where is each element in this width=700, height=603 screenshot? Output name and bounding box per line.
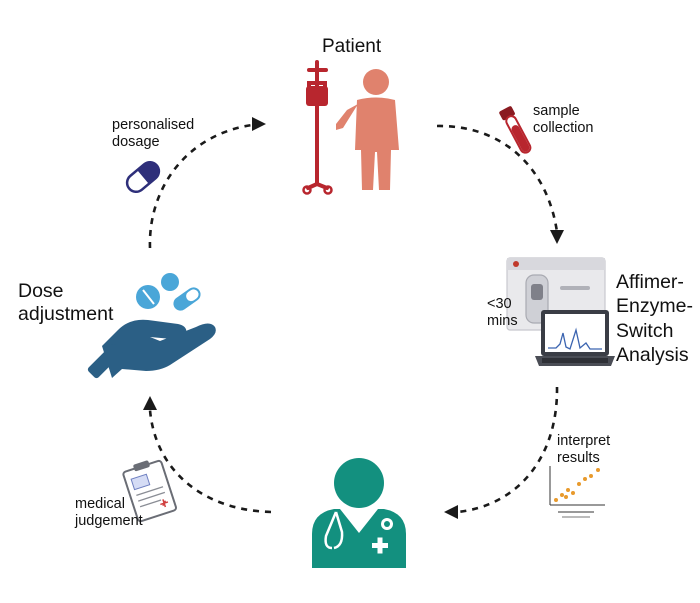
- hand-shape: [102, 319, 216, 378]
- arrowhead-to-analysis: [550, 230, 564, 244]
- capsule-icon: [125, 160, 161, 194]
- sample-line-2: collection: [533, 119, 594, 136]
- interpret-line-2: results: [557, 449, 600, 466]
- medical-line-2: judgement: [75, 512, 143, 529]
- blood-tube-icon: [499, 106, 532, 154]
- analysis-label: Affimer- Enzyme- Switch Analysis: [616, 270, 693, 368]
- clipboard-icon: [122, 459, 177, 523]
- scatter-plot-icon: [549, 466, 605, 518]
- arrowhead-to-dose: [143, 396, 157, 410]
- doctor-icon: [312, 458, 406, 568]
- personalised-line-1: personalised: [112, 117, 195, 133]
- iv-stand-icon: [306, 60, 329, 190]
- interpret-line-1: interpret: [557, 433, 611, 449]
- patient-label: Patient: [322, 36, 382, 57]
- arrowhead-to-doctor: [444, 505, 458, 519]
- arrow-doctor-to-dose: [148, 409, 272, 514]
- analysis-line-1: Affimer-: [616, 271, 684, 293]
- arrow-patient-to-analysis: [436, 124, 559, 233]
- stethoscope-icon: [324, 511, 338, 550]
- personalised-dosage-label: personalised dosage: [112, 117, 194, 150]
- time-line-2: mins: [487, 312, 518, 329]
- medical-line-1: medical: [75, 496, 125, 512]
- analysis-line-2: Enzyme-: [616, 295, 693, 318]
- chromatogram-line: [548, 327, 602, 350]
- personalised-line-2: dosage: [112, 133, 160, 150]
- arrow-analysis-to-doctor: [457, 386, 559, 514]
- arrowhead-to-patient: [252, 117, 266, 131]
- analysis-line-3: Switch: [616, 319, 674, 342]
- doctor-head: [334, 458, 384, 508]
- time-label: <30 mins: [487, 296, 518, 329]
- iv-bag-icon: [306, 86, 328, 106]
- arrow-dose-to-patient: [148, 123, 253, 249]
- dose-adjustment-line-2: adjustment: [18, 303, 114, 326]
- doctor-collar: [340, 509, 378, 533]
- analysis-line-4: Analysis: [616, 344, 689, 367]
- cycle-arrows: [148, 123, 559, 514]
- sample-collection-label: sample collection: [533, 103, 593, 136]
- patient-arm: [336, 104, 358, 130]
- dose-adjustment-line-1: Dose: [18, 280, 64, 302]
- analyzer-laptop-icon: [506, 257, 615, 366]
- patient-body: [355, 97, 399, 190]
- arrow-heads: [143, 117, 564, 519]
- sample-line-1: sample: [533, 103, 580, 119]
- dose-adjustment-label: Dose adjustment: [18, 280, 113, 327]
- time-line-1: <30: [487, 296, 512, 312]
- interpret-results-label: interpret results: [557, 433, 610, 466]
- medical-judgement-label: medical judgement: [75, 496, 143, 529]
- patient-iv-icon: [302, 60, 399, 195]
- hand-pills-icon: [87, 273, 216, 379]
- patient-head: [363, 69, 389, 95]
